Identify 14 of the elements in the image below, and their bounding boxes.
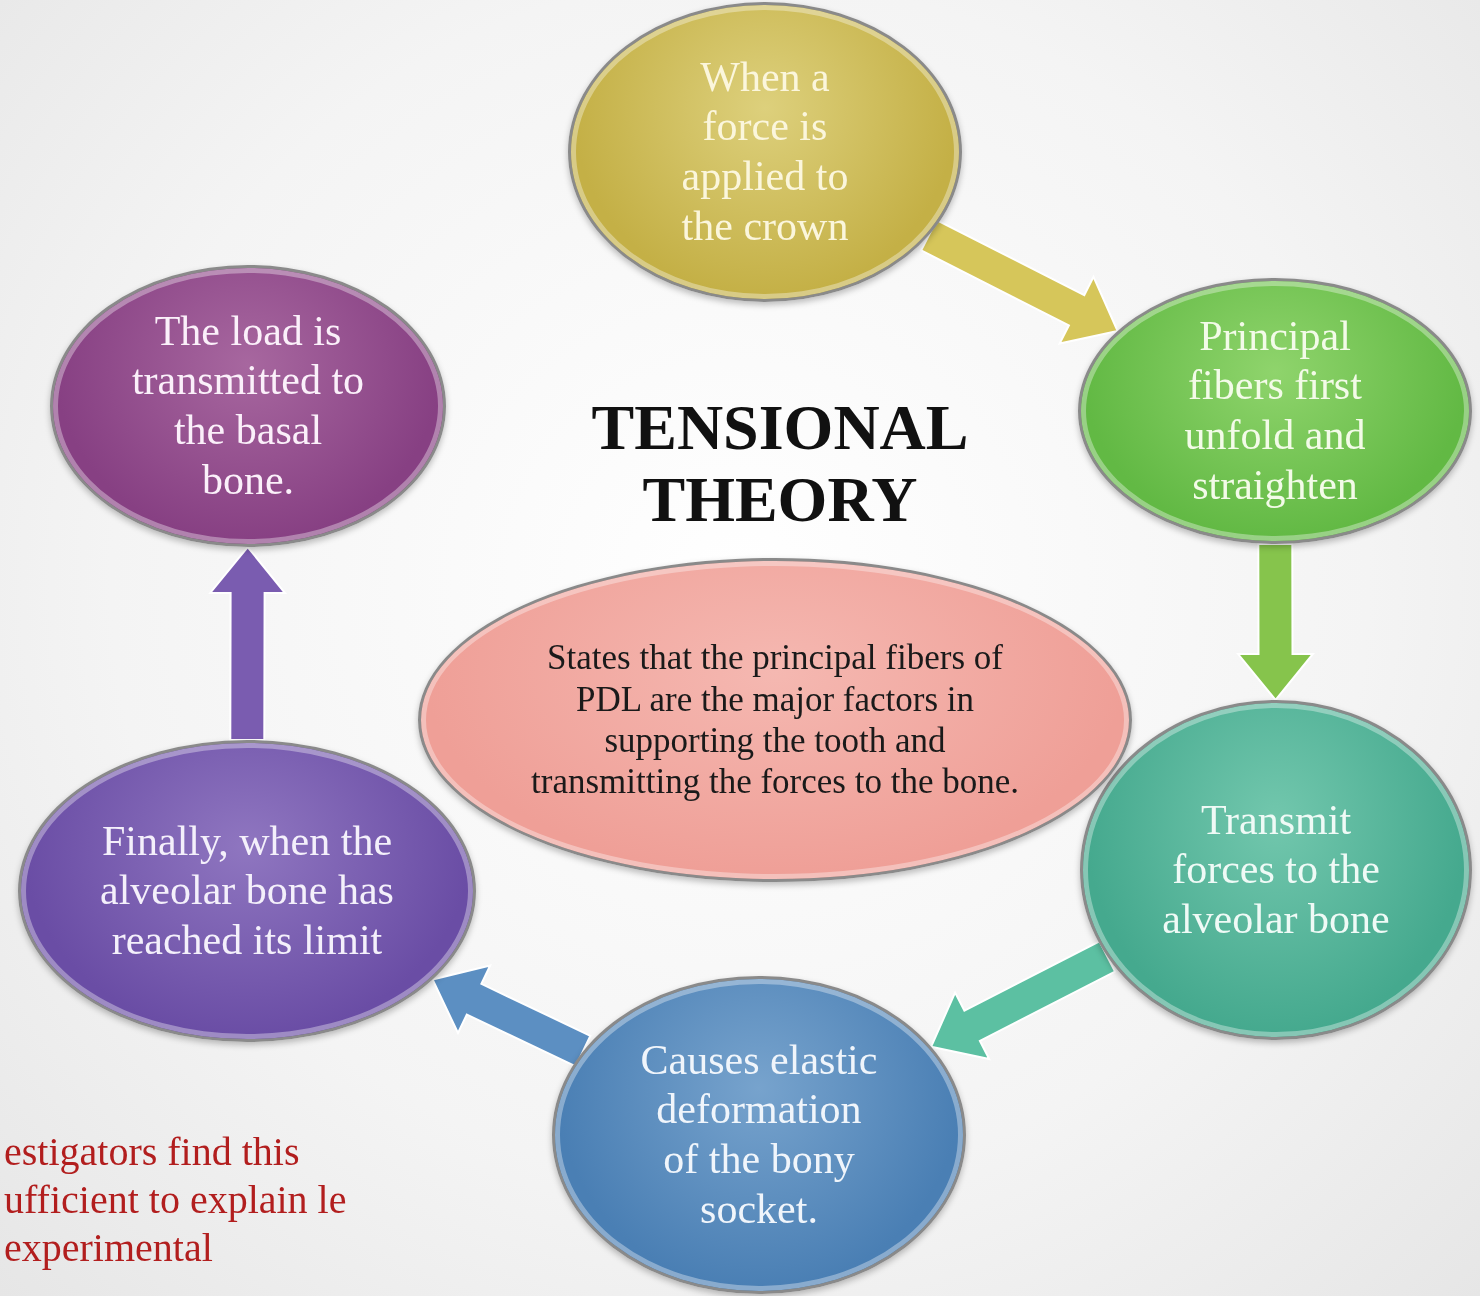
diagram-title: TENSIONAL THEORY (590, 392, 970, 536)
step-text: Causes elastic deformation of the bony socket. (639, 1035, 879, 1234)
step-text: When a force is applied to the crown (680, 52, 850, 251)
step-text: Finally, when the alveolar bone has reached its limit (99, 816, 395, 965)
block-arrow (919, 218, 1119, 346)
step-text: Principal fibers first unfold and straighten (1183, 311, 1367, 510)
step-text: The load is transmitted to the basal bone. (130, 306, 366, 505)
block-arrow (929, 940, 1117, 1061)
block-arrow (208, 545, 288, 741)
definition-text: States that the principal fibers of PDL are the major factors in supporting the tooth and transmitting the forces to the bone. (530, 637, 1020, 803)
note-text: estigators find this ufficient to explain le experimental (4, 1128, 348, 1272)
block-arrow (431, 964, 592, 1068)
step-text: Transmit forces to the alveolar bone (1161, 795, 1391, 944)
block-arrow (1236, 543, 1315, 702)
